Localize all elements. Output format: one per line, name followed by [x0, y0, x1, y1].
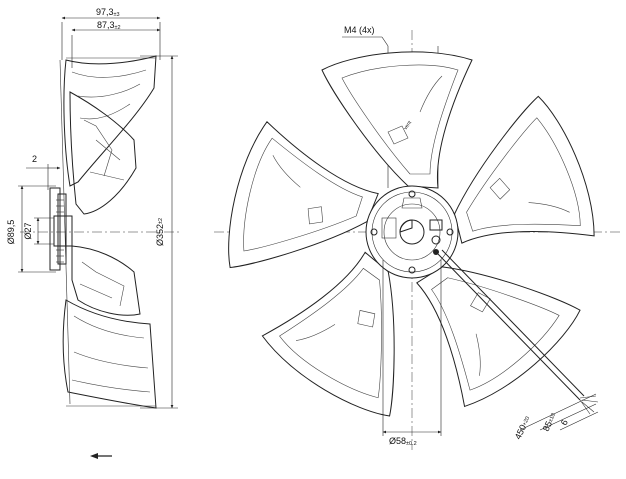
mount-hole: [408, 190, 416, 198]
cable-dimension-line: [519, 393, 597, 431]
motor-body: [49, 187, 61, 271]
blade-depth-label: 87,3±2: [97, 20, 121, 31]
hub-offset-label: 2: [32, 154, 37, 164]
fan-diameter-label: Ø352±2: [155, 218, 165, 246]
hub: [365, 185, 459, 279]
arrow-left-icon: [90, 453, 112, 459]
blade-1: vent: [321, 51, 473, 189]
blade-2: [453, 95, 595, 244]
blade-3: [416, 266, 581, 408]
blade-profile-upper: [69, 91, 137, 215]
hub-diameter-label: Ø58±0.2: [389, 436, 417, 447]
mount-hole: [408, 266, 416, 274]
overall-depth-label: 97,3±3: [96, 7, 120, 18]
cable-length-label: 450+20: [513, 415, 532, 441]
wire-end-label: 6: [559, 418, 570, 427]
strip-length-label: 85±10: [541, 411, 558, 433]
cable: [437, 249, 599, 415]
shaft-diameter-label: Ø27: [23, 222, 33, 239]
svg-text:vent: vent: [403, 119, 414, 131]
mounting-thread-label: M4 (4x): [344, 25, 375, 35]
front-view: M4 (4x) vent: [214, 25, 620, 450]
mount-hole: [446, 228, 454, 236]
mount-hole: [370, 228, 378, 236]
motor-diameter-label: Ø89,5: [6, 220, 16, 245]
side-view: 97,3±3 87,3±2 2 Ø89,5 Ø27 Ø352±2: [6, 7, 180, 459]
blade-profile-top: [63, 55, 157, 187]
blade-4: [261, 251, 395, 417]
blade-profile-bottom: [62, 299, 157, 409]
blade-profile-lower: [71, 245, 141, 316]
blade-5: [228, 121, 379, 269]
